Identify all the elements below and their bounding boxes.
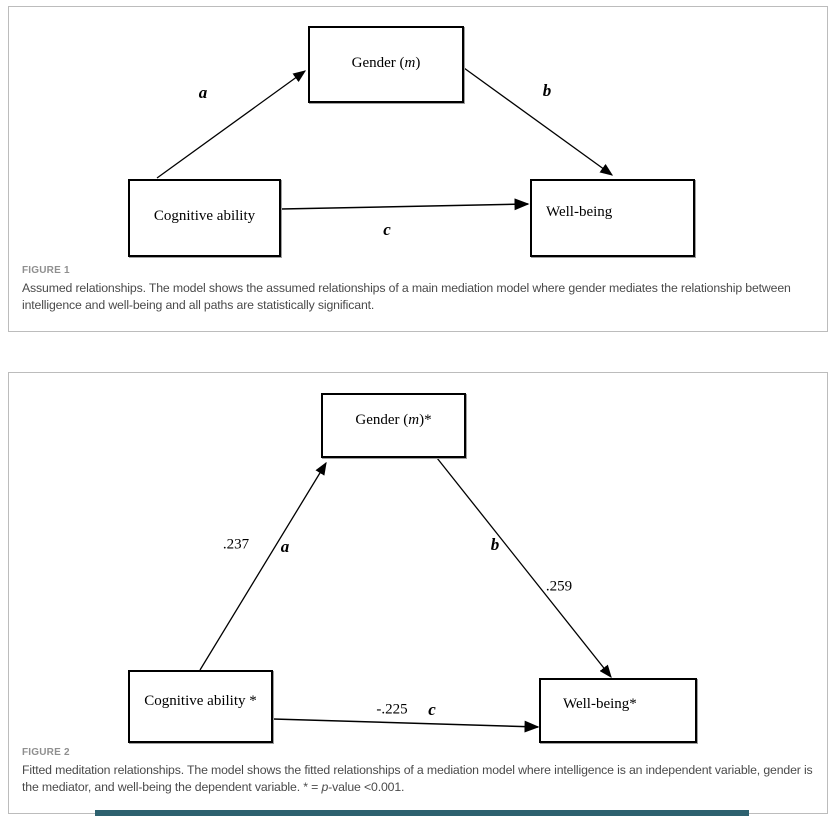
path-b-label: b bbox=[542, 81, 552, 100]
path-c-label: c bbox=[428, 700, 436, 719]
mediator-label-post: )* bbox=[419, 412, 432, 428]
figure1-caption-text: Assumed relationships. The model shows t… bbox=[22, 281, 791, 312]
mediator-label-pre: Gender ( bbox=[351, 55, 405, 71]
path-b-arrow bbox=[436, 457, 612, 679]
figure2-caption-pvalue-italic: p bbox=[321, 780, 329, 794]
independent-node: Cognitive ability bbox=[128, 179, 281, 257]
path-b-label: b bbox=[490, 535, 500, 554]
mediator-node: Gender (m)* bbox=[321, 393, 466, 458]
figure2-panel: Gender (m)* Cognitive ability * Well-bei… bbox=[8, 372, 828, 814]
mediator-label-post: ) bbox=[415, 55, 421, 71]
dependent-node: Well-being bbox=[530, 179, 695, 257]
independent-label: Cognitive ability * bbox=[144, 693, 257, 709]
dependent-node: Well-being* bbox=[539, 678, 697, 743]
path-a-label: a bbox=[280, 537, 290, 556]
figure2-caption-before: Fitted meditation relationships. The mod… bbox=[22, 763, 813, 794]
figure1-panel: Gender (m) Cognitive ability Well-being … bbox=[8, 6, 828, 332]
figure2-path-diagram bbox=[199, 457, 612, 733]
figure1-path-diagram bbox=[156, 67, 614, 211]
figure1-caption: FIGURE 1 Assumed relationships. The mode… bbox=[22, 265, 818, 314]
mediator-label-pre: Gender ( bbox=[355, 412, 409, 428]
dependent-label: Well-being bbox=[546, 204, 613, 220]
path-a-arrow bbox=[156, 70, 307, 179]
independent-node: Cognitive ability * bbox=[128, 670, 273, 743]
independent-label: Cognitive ability bbox=[153, 208, 256, 224]
figure2-caption-text: Fitted meditation relationships. The mod… bbox=[22, 762, 818, 796]
mediator-label-italic: m bbox=[408, 412, 420, 428]
next-section-header-bar bbox=[95, 810, 749, 816]
figure2-caption-label: FIGURE 2 bbox=[22, 747, 70, 758]
figure2-caption: FIGURE 2 Fitted meditation relationships… bbox=[22, 747, 818, 796]
mediator-label-italic: m bbox=[404, 55, 416, 71]
figure1-caption-label: FIGURE 1 bbox=[22, 265, 70, 276]
path-b-arrow bbox=[463, 67, 614, 176]
path-c-arrow bbox=[272, 718, 540, 733]
mediator-node: Gender (m) bbox=[308, 26, 464, 103]
path-a-label: a bbox=[198, 83, 208, 102]
coefficient-c: -.225 bbox=[376, 701, 408, 718]
path-c-label: c bbox=[383, 220, 391, 239]
dependent-label: Well-being* bbox=[563, 696, 637, 712]
path-c-arrow bbox=[280, 198, 530, 211]
figure2-caption-after: -value <0.001. bbox=[328, 780, 405, 794]
coefficient-a: .237 bbox=[222, 536, 250, 553]
path-a-arrow bbox=[199, 461, 327, 671]
coefficient-b: .259 bbox=[545, 578, 573, 595]
